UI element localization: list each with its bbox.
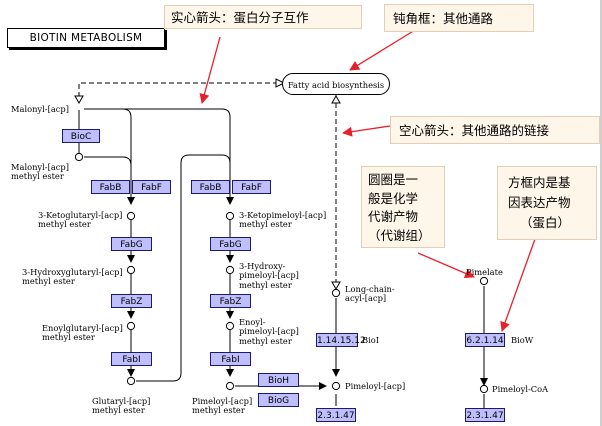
node-enoylpimeloyl xyxy=(225,321,235,331)
node-ketoglutaryl xyxy=(126,211,136,221)
callout-rounded-box: 钝角框：其他通路 xyxy=(384,4,534,32)
node-enoylglutaryl xyxy=(126,321,136,331)
enzyme-fabi-1[interactable]: FabI xyxy=(111,352,152,366)
compound-pimelate: Pimelate xyxy=(466,267,503,277)
enzyme-fabb-2[interactable]: FabB xyxy=(191,180,230,194)
compound-hydroxyglutaryl: 3-Hydroxyglutaryl-[acp]methyl ester xyxy=(22,267,123,287)
node-pimeloyl-me xyxy=(225,381,235,391)
compound-nodes xyxy=(74,152,489,394)
dashed-pathway-links xyxy=(78,82,337,285)
enzyme-2-3-1-47-a[interactable]: 2.3.1.47 xyxy=(316,408,356,422)
annotation-arrows xyxy=(199,29,536,332)
callout-square: 方框内是基 因表达产物 （蛋白） xyxy=(497,166,597,240)
node-glutaryl xyxy=(126,376,136,386)
compound-ketoglutaryl: 3-Ketoglutaryl-[acp]methyl ester xyxy=(38,210,123,230)
compound-malonyl-acp-me: Malonyl-[acp]methyl ester xyxy=(11,162,69,182)
node-ketopimeloyl xyxy=(225,211,235,221)
enzyme-bioc[interactable]: BioC xyxy=(62,129,100,143)
hollow-arrowhead-left xyxy=(275,78,286,88)
compound-pimeloyl-me: Pimeloyl-[acp]methyl ester xyxy=(192,396,253,416)
enzyme-6-2-1-14[interactable]: 6.2.1.14 xyxy=(465,333,505,347)
callout-circle: 圆圈是一 般是化学 代谢产物 （代谢组） xyxy=(361,166,445,248)
compound-pimeloyl-coa: Pimeloyl-CoA xyxy=(492,384,549,394)
enzyme-bioh[interactable]: BioH xyxy=(258,373,299,387)
compound-enoylglutaryl: Enoylglutaryl-[acp]methyl ester xyxy=(42,323,123,343)
node-pimelate xyxy=(479,276,489,286)
node-pimeloyl-coa xyxy=(479,384,489,394)
enzyme-fabg-1[interactable]: FabG xyxy=(111,237,152,251)
enzyme-fabf-2[interactable]: FabF xyxy=(232,180,271,194)
callout-hollow-arrow: 空心箭头：其他通路的链接 xyxy=(390,116,600,144)
compound-enoylpimeloyl: Enoyl-pimeloyl-[acp]methyl ester xyxy=(239,317,299,346)
hollow-arrowhead-malonyl xyxy=(74,95,84,105)
enzyme-1-14-15-12[interactable]: 1.14.15.12 xyxy=(316,333,366,347)
enzyme-fabi-2[interactable]: FabI xyxy=(210,352,251,366)
node-long-chain xyxy=(331,288,341,298)
enzyme-fabz-2[interactable]: FabZ xyxy=(210,294,251,308)
compound-long-chain: Long-chain-acyl-[acp] xyxy=(345,284,395,304)
enzyme-biog[interactable]: BioG xyxy=(258,393,299,407)
fatty-acid-biosynthesis-link[interactable]: Fatty acid biosynthesis xyxy=(282,73,390,95)
compound-glutaryl: Glutaryl-[acp]methyl ester xyxy=(92,396,151,416)
enzyme-fabz-1[interactable]: FabZ xyxy=(111,294,152,308)
callout-solid-arrow: 实心箭头：蛋白分子互作 xyxy=(164,5,362,29)
node-malonyl-acp-me xyxy=(74,152,84,162)
gene-label-biow: BioW xyxy=(511,335,534,345)
enzyme-fabg-2[interactable]: FabG xyxy=(210,237,251,251)
enzyme-fabb-1[interactable]: FabB xyxy=(91,180,130,194)
hollow-arrowhead-long-chain xyxy=(331,281,341,291)
compound-malonyl-acp: Malonyl-[acp] xyxy=(11,104,69,114)
node-hydroxypimeloyl xyxy=(225,265,235,275)
reaction-arrows xyxy=(78,108,488,408)
compound-ketopimeloyl: 3-Ketopimeloyl-[acp]methyl ester xyxy=(239,210,327,230)
enzyme-2-3-1-47-b[interactable]: 2.3.1.47 xyxy=(465,408,505,422)
pathway-title: BIOTIN METABOLISM xyxy=(7,28,165,48)
hollow-arrowhead-fatty-acid xyxy=(331,94,341,104)
compound-pimeloyl-acp: Pimeloyl-[acp] xyxy=(345,381,406,391)
enzyme-fabf-1[interactable]: FabF xyxy=(132,180,171,194)
compound-hydroxypimeloyl: 3-Hydroxy-pimeloyl-[acp]methyl ester xyxy=(239,261,299,290)
node-hydroxyglutaryl xyxy=(126,265,136,275)
gene-label-biol: BioI xyxy=(362,335,380,345)
node-pimeloyl-acp xyxy=(331,381,341,391)
